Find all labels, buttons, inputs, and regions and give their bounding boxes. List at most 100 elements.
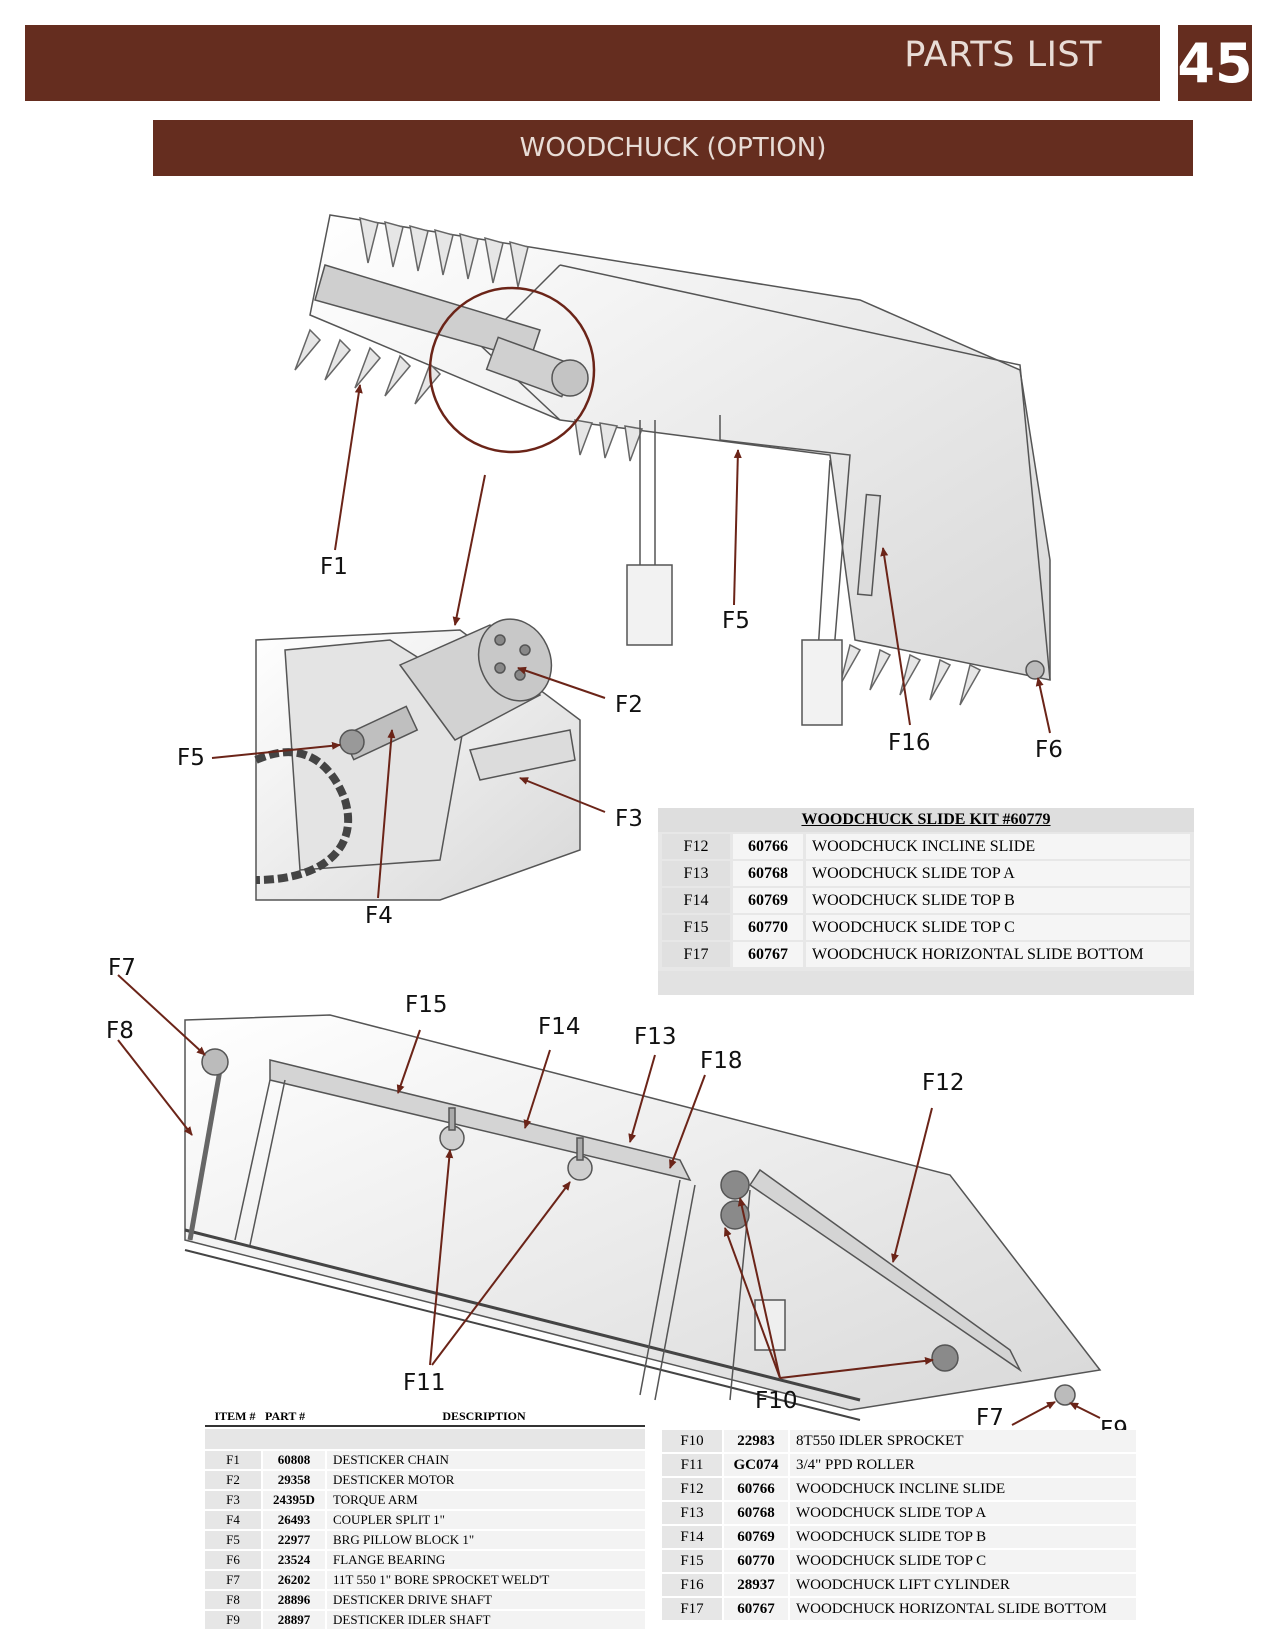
item-number: F14 <box>662 888 730 913</box>
callout-label: F6 <box>1035 737 1063 763</box>
part-description: 3/4" PPD ROLLER <box>790 1454 1136 1476</box>
header-part: PART # <box>265 1409 306 1423</box>
callout-label: F4 <box>365 903 393 929</box>
part-description: WOODCHUCK INCLINE SLIDE <box>806 834 1190 859</box>
callout-label: F5 <box>177 745 205 771</box>
table-row: F7 26202 11T 550 1" BORE SPROCKET WELD'T <box>205 1571 645 1589</box>
table-row: F5 22977 BRG PILLOW BLOCK 1" <box>205 1531 645 1549</box>
item-number: F15 <box>662 915 730 940</box>
part-number: 60768 <box>733 861 803 886</box>
table-row: F8 28896 DESTICKER DRIVE SHAFT <box>205 1591 645 1609</box>
table-row: F12 60766 WOODCHUCK INCLINE SLIDE <box>662 1478 1136 1500</box>
callout-label: F15 <box>405 992 448 1018</box>
section-title: WOODCHUCK (OPTION) <box>519 133 827 163</box>
callout-label: F18 <box>700 1048 743 1074</box>
kit-table-footer <box>658 971 1194 995</box>
part-number: 60769 <box>733 888 803 913</box>
part-description: DESTICKER CHAIN <box>327 1451 645 1469</box>
motor-detail-inset <box>254 618 586 901</box>
callout-label: F10 <box>755 1388 798 1414</box>
part-description: COUPLER SPLIT 1" <box>327 1511 645 1529</box>
table-row: F9 28897 DESTICKER IDLER SHAFT <box>205 1611 645 1629</box>
table-row: F13 60768 WOODCHUCK SLIDE TOP A <box>662 1502 1136 1524</box>
part-number: 24395D <box>263 1491 325 1509</box>
part-number: GC074 <box>724 1454 788 1476</box>
detail-circle <box>428 286 596 454</box>
callout-label: F5 <box>722 608 750 634</box>
item-number: F2 <box>205 1471 261 1489</box>
part-number: 60769 <box>724 1526 788 1548</box>
part-number: 60808 <box>263 1451 325 1469</box>
part-number: 60766 <box>724 1478 788 1500</box>
callout-label: F14 <box>538 1014 581 1040</box>
part-number: 22983 <box>724 1430 788 1452</box>
callout-label: F12 <box>922 1070 965 1096</box>
callout-label: F13 <box>634 1024 677 1050</box>
header-description: DESCRIPTION <box>442 1409 526 1423</box>
part-description: DESTICKER MOTOR <box>327 1471 645 1489</box>
item-number: F9 <box>205 1611 261 1629</box>
callout-arrows <box>117 384 1101 1426</box>
part-description: WOODCHUCK SLIDE TOP C <box>806 915 1190 940</box>
item-number: F17 <box>662 942 730 967</box>
part-description: 8T550 IDLER SPROCKET <box>790 1430 1136 1452</box>
table-row: F14 60769 WOODCHUCK SLIDE TOP B <box>658 888 1194 913</box>
page-title: PARTS LIST <box>904 35 1102 75</box>
item-number: F16 <box>662 1574 722 1596</box>
table-row: F3 24395D TORQUE ARM <box>205 1491 645 1509</box>
table-row: F6 23524 FLANGE BEARING <box>205 1551 645 1569</box>
part-number: 29358 <box>263 1471 325 1489</box>
table-row: F11 GC074 3/4" PPD ROLLER <box>662 1454 1136 1476</box>
callout-labels: F1 F2 F3 F4 F5 F5 F6 F16 F7 F8 F15 F14 F… <box>106 554 1128 1443</box>
kit-table-title: WOODCHUCK SLIDE KIT #60779 <box>658 808 1194 832</box>
table-row: F13 60768 WOODCHUCK SLIDE TOP A <box>658 861 1194 886</box>
item-number: F4 <box>205 1511 261 1529</box>
parts-table-left: ITEM # PART # DESCRIPTION F1 60808 DESTI… <box>205 1407 645 1629</box>
part-number: 28897 <box>263 1611 325 1629</box>
top-machine-illustration <box>294 214 1051 726</box>
callout-label: F11 <box>403 1370 446 1396</box>
page-number: 45 <box>1177 25 1253 101</box>
part-description: WOODCHUCK HORIZONTAL SLIDE BOTTOM <box>806 942 1190 967</box>
header-item: ITEM # <box>214 1409 256 1423</box>
part-description: WOODCHUCK SLIDE TOP B <box>790 1526 1136 1548</box>
part-description: BRG PILLOW BLOCK 1" <box>327 1531 645 1549</box>
table-row: F1 60808 DESTICKER CHAIN <box>205 1451 645 1469</box>
item-number: F6 <box>205 1551 261 1569</box>
table-row: F14 60769 WOODCHUCK SLIDE TOP B <box>662 1526 1136 1548</box>
table-row: F15 60770 WOODCHUCK SLIDE TOP C <box>662 1550 1136 1572</box>
part-description: WOODCHUCK SLIDE TOP C <box>790 1550 1136 1572</box>
part-number: 26202 <box>263 1571 325 1589</box>
item-number: F12 <box>662 834 730 859</box>
item-number: F3 <box>205 1491 261 1509</box>
item-number: F1 <box>205 1451 261 1469</box>
table-row: F12 60766 WOODCHUCK INCLINE SLIDE <box>658 834 1194 859</box>
callout-label: F16 <box>888 730 931 756</box>
part-description: WOODCHUCK INCLINE SLIDE <box>790 1478 1136 1500</box>
section-banner: WOODCHUCK (OPTION) <box>153 120 1193 176</box>
part-description: DESTICKER IDLER SHAFT <box>327 1611 645 1629</box>
part-description: TORQUE ARM <box>327 1491 645 1509</box>
table-row: F17 60767 WOODCHUCK HORIZONTAL SLIDE BOT… <box>658 942 1194 967</box>
callout-label: F7 <box>108 955 136 981</box>
item-number: F5 <box>205 1531 261 1549</box>
table-spacer <box>205 1429 645 1449</box>
callout-label: F3 <box>615 806 643 832</box>
part-description: WOODCHUCK SLIDE TOP A <box>790 1502 1136 1524</box>
item-number: F14 <box>662 1526 722 1548</box>
table-row: F2 29358 DESTICKER MOTOR <box>205 1471 645 1489</box>
part-number: 60770 <box>724 1550 788 1572</box>
part-description: DESTICKER DRIVE SHAFT <box>327 1591 645 1609</box>
part-description: WOODCHUCK SLIDE TOP B <box>806 888 1190 913</box>
detail-arrow <box>452 474 486 626</box>
part-number: 23524 <box>263 1551 325 1569</box>
callout-label: F8 <box>106 1018 134 1044</box>
part-description: WOODCHUCK SLIDE TOP A <box>806 861 1190 886</box>
item-number: F13 <box>662 1502 722 1524</box>
item-number: F13 <box>662 861 730 886</box>
part-number: 60770 <box>733 915 803 940</box>
part-number: 28896 <box>263 1591 325 1609</box>
table-row: F4 26493 COUPLER SPLIT 1" <box>205 1511 645 1529</box>
parts-table-right: F10 22983 8T550 IDLER SPROCKET F11 GC074… <box>662 1430 1136 1622</box>
